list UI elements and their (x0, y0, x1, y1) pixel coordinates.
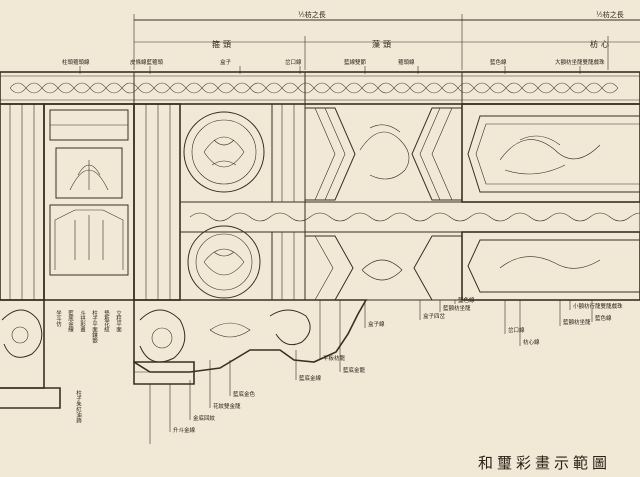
callout-br-3: 藍額枋坐龍 (443, 304, 471, 312)
callout-top-6: 箍頭線 (398, 58, 415, 66)
pillar-note: 柱子朱紅油飾 (75, 389, 82, 425)
bottom-right-callouts: 盒子線 盒子四岔 藍額枋坐龍 藍色線 岔口線 枋心線 藍額枋坐龍 小額枋行龍雙龍… (368, 296, 623, 346)
callout-bb-6: 金底回紋 (193, 414, 216, 422)
callout-br-9: 藍色線 (595, 314, 612, 322)
callout-top-1: 柱頭箍頭線 (62, 58, 90, 66)
callout-bl-6: 立柱平面 (115, 309, 122, 334)
callout-bb-3: 藍底金線 (299, 374, 322, 382)
callout-bb-2: 平板枋龍 (323, 354, 346, 362)
callout-top-5: 藍線雙節 (344, 58, 367, 66)
callout-bb-4: 藍底金色 (233, 390, 256, 398)
callout-bl-3: 斗拱彩畫 (79, 310, 86, 333)
callout-br-2: 盒子四岔 (423, 312, 446, 320)
zone-label-fangxin: 枋心 (590, 39, 612, 49)
dim-left-label: ½枋之長 (298, 10, 326, 19)
lower-bracket (0, 299, 368, 409)
callout-top-4: 岔口線 (285, 58, 302, 66)
callout-br-4: 藍色線 (458, 296, 475, 304)
callout-bb-7: 升斗金線 (173, 426, 196, 434)
callout-bb-1: 藍底金龍 (343, 366, 366, 374)
bottom-left-callouts: 坐斗仿 藍底金線 斗拱彩畫 柱子平面鑲嵌 墊板花紋 立柱平面 柱子朱紅油飾 (55, 309, 122, 425)
left-pillar (0, 103, 45, 301)
callout-br-8: 小額枋行龍雙龍戲珠 (573, 302, 623, 310)
diagram-title: 和璽彩畫示範圖 (478, 454, 611, 472)
leader-lines (79, 66, 593, 444)
callout-br-7: 藍額枋坐龍 (563, 318, 591, 326)
bottom-bracket-callouts: 藍底金龍 平板枋龍 藍底金線 藍底金色 花紋雙金龍 金底回紋 升斗金線 (173, 354, 366, 434)
callout-bl-5: 墊板花紋 (103, 309, 110, 334)
fangxin-section (461, 103, 640, 301)
dimension-lines (133, 14, 640, 70)
callout-br-6: 枋心線 (523, 338, 540, 346)
zone-label-gutou: 箍頭 (212, 39, 234, 49)
dim-right-label: ½枋之長 (596, 10, 624, 19)
callout-bl-4: 柱子平面鑲嵌 (91, 309, 98, 345)
callout-bb-5: 花紋雙金龍 (213, 402, 241, 410)
callout-top-2: 皮條線藍箍頭 (130, 58, 164, 66)
callout-br-5: 岔口線 (508, 326, 525, 334)
callout-top-8: 大額枋坐龍雙龍戲珠 (555, 58, 605, 66)
bracket-panel (43, 103, 135, 301)
top-callouts: 柱頭箍頭線 皮條線藍箍頭 盒子 岔口線 藍線雙節 箍頭線 藍色線 大額枋坐龍雙龍… (62, 58, 605, 66)
zone-label-zaotou: 藻頭 (372, 39, 394, 49)
middle-band (179, 201, 640, 233)
callout-br-1: 盒子線 (368, 320, 385, 328)
callout-bl-2: 藍底金線 (67, 309, 74, 333)
upper-beam (0, 71, 640, 105)
callout-bl-1: 坐斗仿 (55, 309, 62, 328)
callout-top-7: 藍色線 (490, 58, 507, 66)
callout-top-3: 盒子 (220, 58, 232, 66)
